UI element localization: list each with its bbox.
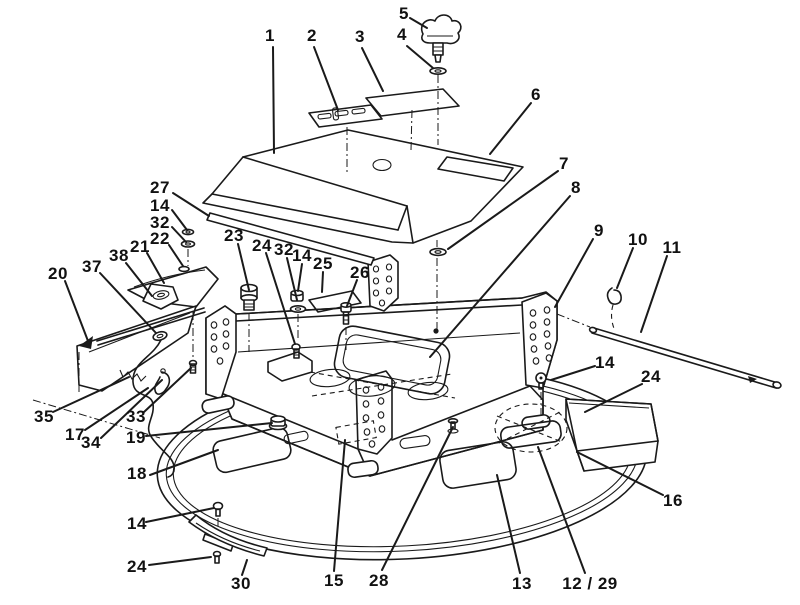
leader-line-37 bbox=[99, 272, 157, 334]
hood-hole bbox=[372, 158, 392, 172]
leader-line-33 bbox=[143, 367, 192, 413]
decal-pad-12-29 bbox=[499, 420, 562, 449]
leader-line-11 bbox=[640, 255, 668, 333]
leader-line-23 bbox=[237, 243, 250, 291]
leader-line-17 bbox=[84, 387, 149, 431]
leader-line-20 bbox=[64, 280, 89, 342]
knob-5 bbox=[420, 14, 462, 63]
leader-line-9 bbox=[554, 238, 594, 308]
side-discharge-wing bbox=[76, 266, 219, 392]
bolt-24b bbox=[212, 550, 222, 564]
decal-pad-25 bbox=[308, 290, 362, 313]
leader-line-24a bbox=[265, 252, 296, 345]
seal-strip-27 bbox=[206, 212, 375, 266]
bolt-14d bbox=[535, 372, 547, 390]
spacer-22 bbox=[178, 265, 190, 273]
leader-line-32a bbox=[171, 226, 187, 243]
rod-21 bbox=[96, 307, 205, 342]
dashed-opening bbox=[494, 403, 568, 453]
bottom-left-parts bbox=[188, 501, 268, 564]
leader-line-24c bbox=[584, 383, 643, 413]
washer-14a bbox=[181, 228, 195, 236]
pad-3 bbox=[365, 88, 460, 117]
leader-line-22 bbox=[168, 244, 184, 267]
leader-line-10 bbox=[616, 247, 634, 289]
leader-line-14c bbox=[145, 507, 215, 523]
leader-line-30 bbox=[241, 559, 248, 576]
leader-line-7 bbox=[447, 170, 559, 250]
left-plate-holes bbox=[210, 318, 230, 365]
leader-line-6 bbox=[489, 102, 532, 155]
bolt-26 bbox=[340, 301, 352, 325]
leader-line-16 bbox=[576, 451, 664, 496]
frame-foot bbox=[521, 414, 551, 430]
washer-32b bbox=[289, 304, 307, 313]
leader-line-12_29 bbox=[537, 446, 586, 574]
leader-line-3 bbox=[361, 47, 384, 92]
bolt-14c bbox=[212, 501, 224, 517]
spring-35 bbox=[119, 369, 147, 382]
frame-foot bbox=[201, 395, 235, 414]
washer-7 bbox=[429, 247, 447, 257]
leader-line-14b bbox=[297, 263, 303, 292]
stud-33 bbox=[188, 359, 198, 374]
right-plate-holes bbox=[529, 306, 553, 365]
decal-pad-18 bbox=[212, 426, 292, 474]
leader-line-5 bbox=[409, 17, 428, 29]
dashed-bracket-15 bbox=[335, 420, 377, 445]
leader-line-25 bbox=[321, 271, 324, 293]
clip-10 bbox=[606, 287, 622, 332]
hook-34 bbox=[154, 371, 171, 395]
washer-32a bbox=[180, 240, 196, 248]
wing-panel-20 bbox=[76, 305, 197, 392]
leader-line-14a bbox=[171, 209, 188, 231]
centerlines bbox=[32, 75, 591, 439]
leader-line-18 bbox=[149, 449, 219, 476]
pad-6 bbox=[437, 156, 514, 182]
leader-line-19 bbox=[145, 422, 273, 437]
leader-line-24b bbox=[148, 556, 212, 566]
deck-details bbox=[212, 403, 568, 489]
leader-line-35 bbox=[52, 376, 130, 413]
leader-line-28 bbox=[381, 426, 454, 571]
discharge-box-16 bbox=[565, 398, 659, 472]
leader-line-1 bbox=[272, 46, 275, 154]
leader-line-32b bbox=[286, 257, 298, 301]
front-plate-holes bbox=[362, 383, 386, 448]
leader-line-13 bbox=[496, 474, 521, 574]
left-hardware bbox=[119, 228, 198, 478]
shift-plate-2 bbox=[308, 104, 383, 128]
rod-11 bbox=[588, 326, 782, 389]
leader-line-14d bbox=[550, 365, 596, 381]
frame-foot bbox=[347, 459, 379, 479]
right-parts bbox=[535, 287, 782, 472]
leader-line-27 bbox=[172, 192, 210, 217]
washer-4 bbox=[429, 67, 447, 76]
decal-pad-13 bbox=[439, 441, 517, 489]
leader-line-26 bbox=[346, 279, 358, 307]
wear-strip-30 bbox=[188, 514, 268, 557]
arrow-20 bbox=[79, 336, 93, 349]
leader-line-21 bbox=[146, 252, 165, 284]
flange-nut-19 bbox=[268, 415, 288, 431]
leader-line-15 bbox=[333, 439, 346, 572]
deck-slot bbox=[283, 430, 309, 445]
floor-openings bbox=[309, 368, 456, 401]
leader-line-4 bbox=[406, 45, 434, 69]
leader-line-34 bbox=[100, 379, 163, 439]
leader-line-38 bbox=[125, 262, 153, 297]
deck-slot bbox=[399, 435, 431, 449]
leader-line-8 bbox=[429, 195, 571, 358]
leader-line-2 bbox=[313, 46, 339, 111]
center-plate-holes bbox=[372, 263, 393, 307]
hood-cover bbox=[202, 88, 524, 244]
